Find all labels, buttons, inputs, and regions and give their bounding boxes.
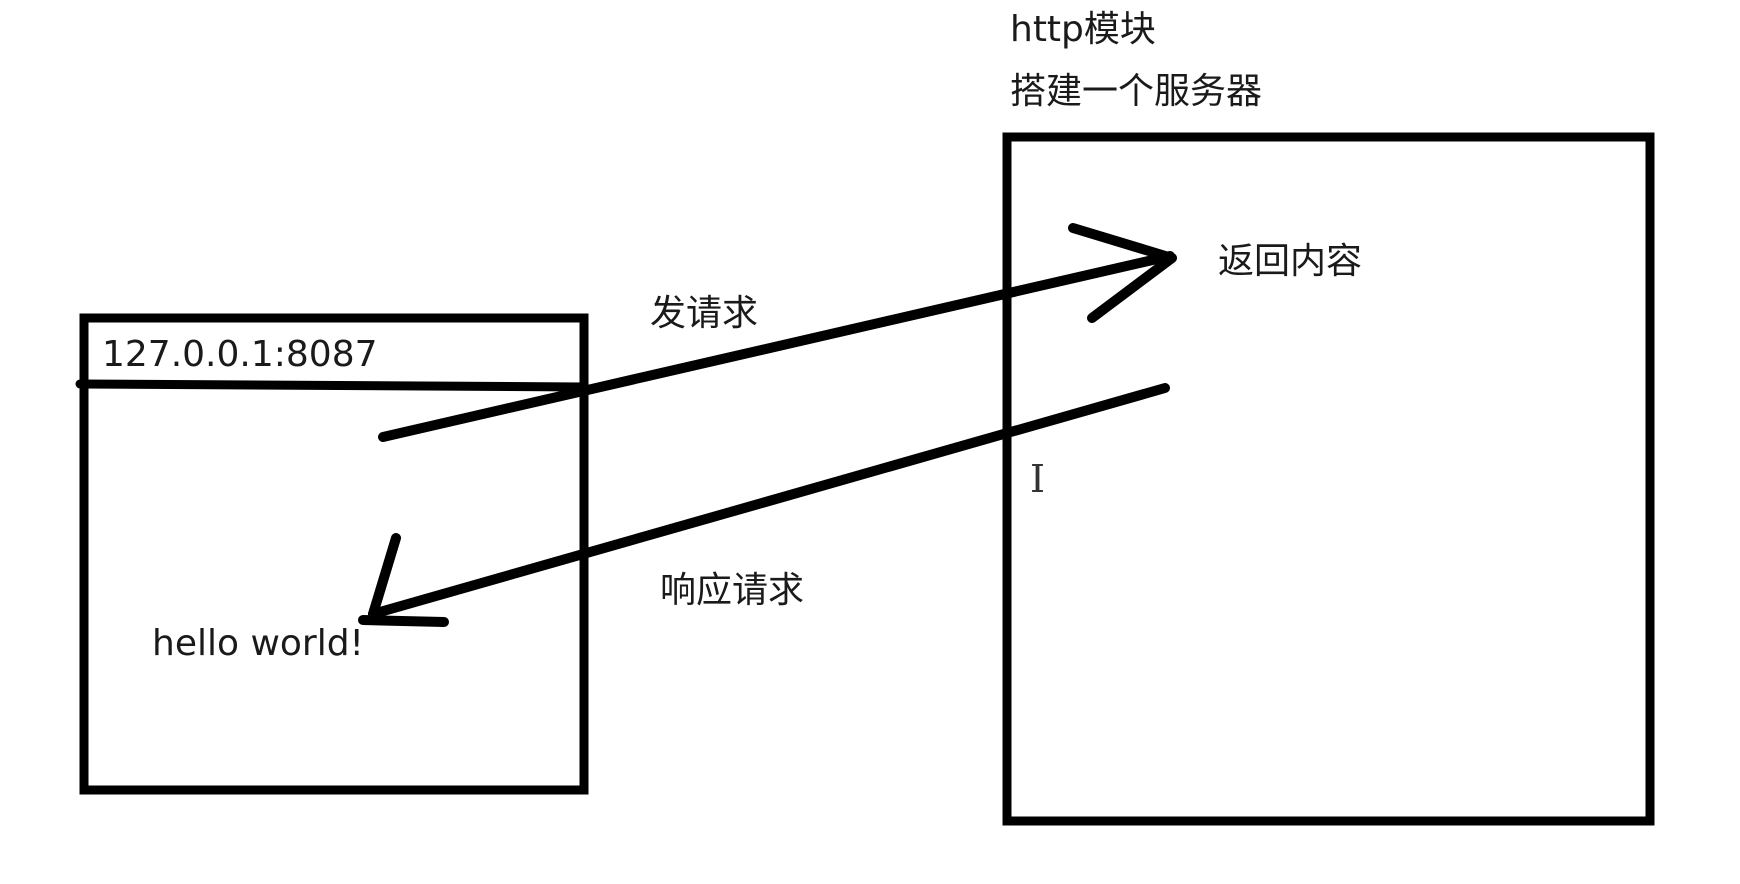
request-arrowhead [1068,223,1177,323]
response-arrow-label: 响应请求 [660,570,805,611]
client-address-bar-divider [75,379,589,392]
request-arrow-label: 发请求 [650,293,759,334]
diagram-subtitle: 搭建一个服务器 [1010,71,1263,112]
response-arrowhead-stroke-1 [368,533,401,619]
request-arrow-line [378,251,1175,442]
text-cursor-icon: I [1030,457,1046,501]
client-address-text: 127.0.0.1:8087 [102,334,378,375]
response-arrow-line [368,383,1170,619]
server-box [1002,132,1655,826]
response-arrowhead-stroke-2 [358,615,449,627]
module-title: http模块 [1010,9,1156,50]
client-output-text: hello world! [152,623,364,664]
server-return-label: 返回内容 [1218,241,1363,282]
